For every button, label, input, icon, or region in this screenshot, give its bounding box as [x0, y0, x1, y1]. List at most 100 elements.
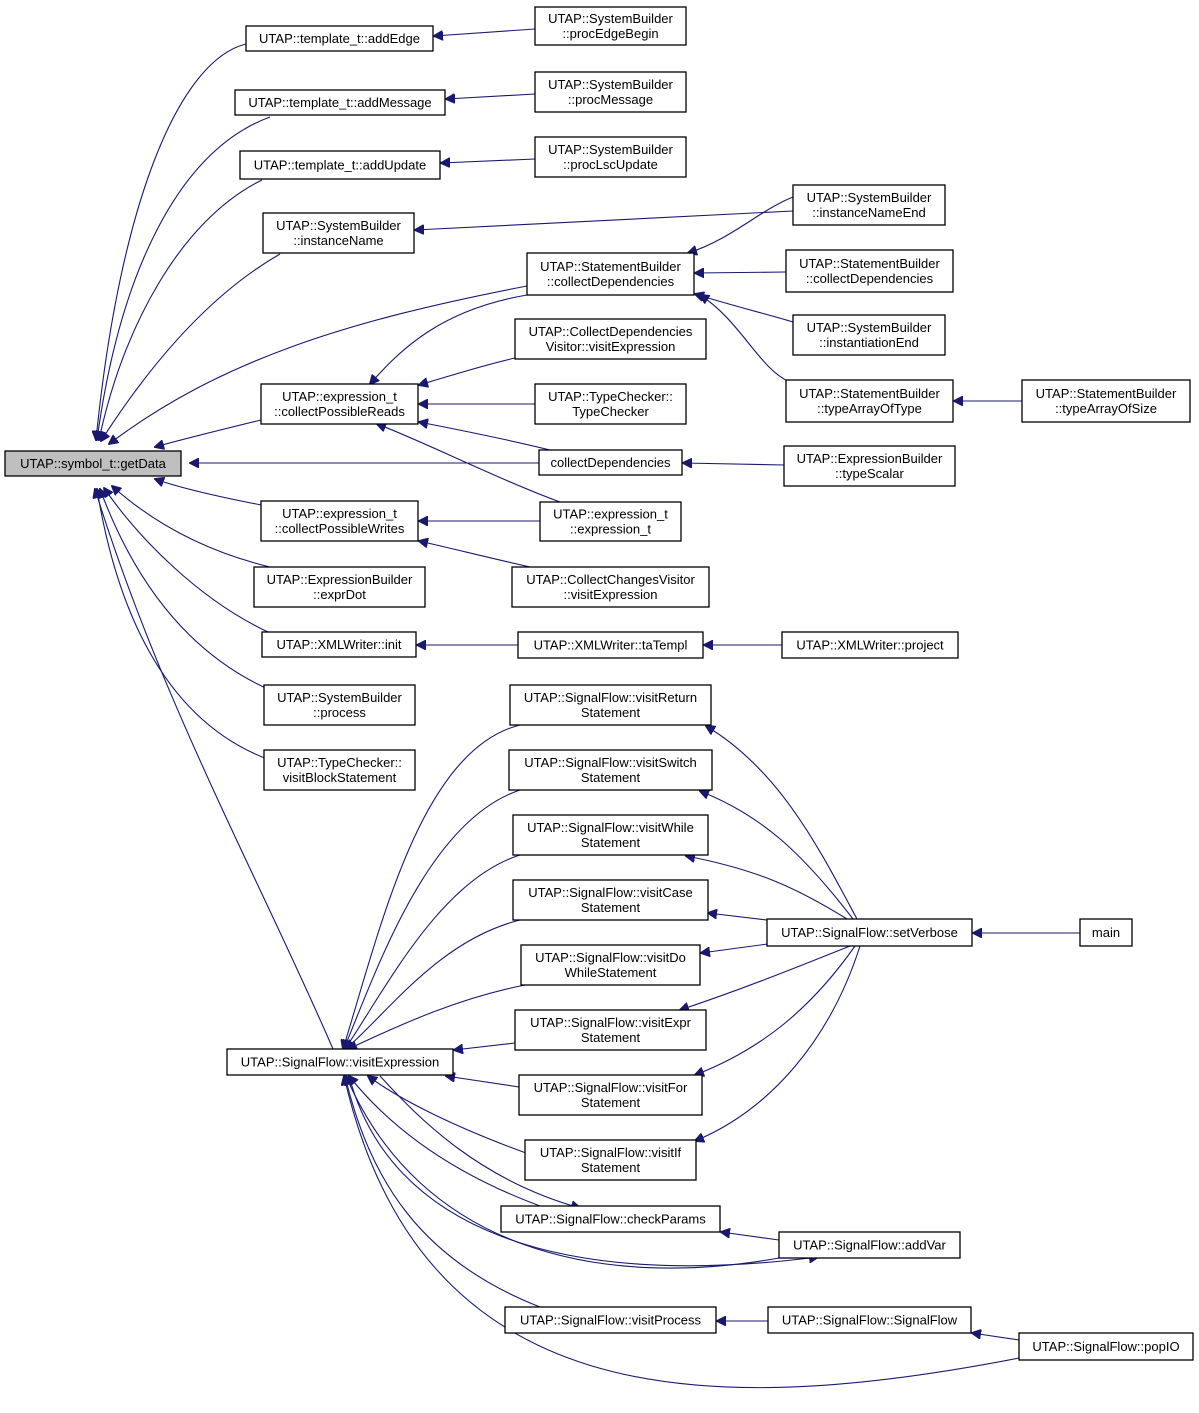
node-label: UTAP::SignalFlow::setVerbose	[781, 925, 958, 940]
edge-procLscUpdate-to-addUpdate	[441, 159, 536, 163]
node-label: UTAP::ExpressionBuilder	[267, 572, 413, 587]
node-instantiationEnd[interactable]: UTAP::SystemBuilder::instantiationEnd	[792, 314, 946, 356]
node-exprDot[interactable]: UTAP::ExpressionBuilder::exprDot	[253, 566, 426, 608]
node-box	[262, 212, 415, 254]
node-xmlProject[interactable]: UTAP::XMLWriter::project	[781, 631, 959, 659]
node-sfCtor[interactable]: UTAP::SignalFlow::SignalFlow	[767, 1306, 972, 1334]
node-main[interactable]: main	[1079, 918, 1133, 947]
node-instanceNameEnd[interactable]: UTAP::SystemBuilder::instanceNameEnd	[792, 184, 946, 226]
node-label: UTAP::SignalFlow::popIO	[1032, 1339, 1179, 1354]
node-box	[534, 71, 687, 113]
edge-instanceName-to-getData	[101, 253, 281, 441]
node-ccvVisitExpression[interactable]: UTAP::CollectChangesVisitor::visitExpres…	[511, 566, 710, 608]
edge-sfVisitExpression-to-getData	[95, 489, 334, 1050]
edge-instantiationEnd-to-stmtCollectDeps	[695, 294, 794, 323]
node-procMessage[interactable]: UTAP::SystemBuilder::procMessage	[534, 71, 687, 113]
edge-exprDot-to-getData	[112, 486, 271, 568]
edge-instanceNameEnd-to-stmtCollectDeps	[688, 196, 794, 253]
node-xmlInit[interactable]: UTAP::XMLWriter::init	[261, 631, 417, 658]
node-label: UTAP::XMLWriter::taTempl	[534, 638, 688, 653]
node-getData[interactable]: UTAP::symbol_t::getData	[4, 450, 182, 477]
node-addEdge[interactable]: UTAP::template_t::addEdge	[245, 25, 434, 52]
node-addVar[interactable]: UTAP::SignalFlow::addVar	[778, 1231, 961, 1259]
node-stmtCollectDeps2[interactable]: UTAP::StatementBuilder::collectDependenc…	[785, 249, 954, 293]
node-label: UTAP::SystemBuilder	[277, 690, 402, 705]
node-sbProcess[interactable]: UTAP::SystemBuilder::process	[263, 684, 416, 726]
node-box	[517, 631, 704, 659]
node-label: Statement	[581, 900, 641, 915]
edge-collectPossibleReads-to-getData	[155, 419, 262, 447]
node-label: UTAP::StatementBuilder	[799, 386, 940, 401]
node-collectDependencies[interactable]: collectDependencies	[538, 449, 683, 476]
node-addMessage[interactable]: UTAP::template_t::addMessage	[234, 89, 446, 116]
node-box	[526, 252, 695, 296]
node-instanceName[interactable]: UTAP::SystemBuilder::instanceName	[262, 212, 415, 254]
node-label: UTAP::XMLWriter::project	[796, 638, 944, 653]
node-popIO[interactable]: UTAP::SignalFlow::popIO	[1018, 1332, 1194, 1361]
node-exprCtor[interactable]: UTAP::expression_t::expression_t	[539, 501, 682, 542]
node-label: UTAP::SignalFlow::visitIf	[540, 1145, 682, 1160]
node-box	[792, 314, 946, 356]
node-setVerbose[interactable]: UTAP::SignalFlow::setVerbose	[766, 918, 973, 947]
node-typeScalar[interactable]: UTAP::ExpressionBuilder::typeScalar	[783, 445, 956, 487]
node-box	[534, 6, 687, 46]
edge-typeArrayOfType-to-stmtCollectDeps	[700, 295, 791, 383]
node-label: UTAP::SystemBuilder	[807, 190, 932, 205]
node-stmtCollectDeps[interactable]: UTAP::StatementBuilder::collectDependenc…	[526, 252, 695, 296]
node-label: UTAP::template_t::addEdge	[259, 31, 420, 46]
node-box	[239, 150, 441, 180]
edge-setVerbose-to-visitDoWhile	[701, 942, 776, 953]
node-label: ::collectPossibleReads	[274, 404, 405, 419]
edge-setVerbose-to-visitIf	[695, 945, 861, 1141]
edges-layer	[95, 28, 1080, 1389]
node-box	[260, 500, 419, 542]
node-label: UTAP::SignalFlow::checkParams	[515, 1212, 706, 1227]
node-label: UTAP::ExpressionBuilder	[797, 451, 943, 466]
edge-exprCtor-to-collectPossibleReads	[377, 424, 561, 503]
node-box	[263, 749, 416, 791]
node-box	[511, 566, 710, 608]
node-typeArrayOfType[interactable]: UTAP::StatementBuilder::typeArrayOfType	[785, 379, 954, 423]
edge-collectDependencies-to-collectPossibleReads	[419, 422, 551, 451]
node-procEdgeBegin[interactable]: UTAP::SystemBuilder::procEdgeBegin	[534, 6, 687, 46]
node-checkParams[interactable]: UTAP::SignalFlow::checkParams	[500, 1205, 721, 1233]
node-typeArrayOfSize[interactable]: UTAP::StatementBuilder::typeArrayOfSize	[1021, 379, 1191, 423]
node-label: Statement	[581, 1030, 641, 1045]
node-label: Statement	[581, 835, 641, 850]
node-taTempl[interactable]: UTAP::XMLWriter::taTempl	[517, 631, 704, 659]
edge-popIO-to-sfVisitExpression	[344, 1076, 1020, 1389]
node-box	[500, 1205, 721, 1233]
node-label: UTAP::symbol_t::getData	[20, 456, 166, 471]
node-box	[520, 944, 701, 986]
edge-addUpdate-to-getData	[99, 179, 263, 440]
node-label: ::collectDependencies	[806, 271, 934, 286]
node-sfVisitExpression[interactable]: UTAP::SignalFlow::visitExpression	[226, 1048, 454, 1076]
node-label: UTAP::SignalFlow::visitExpr	[530, 1015, 692, 1030]
node-label: ::typeArrayOfSize	[1055, 401, 1157, 416]
node-typeCheckerCtor[interactable]: UTAP::TypeChecker::TypeChecker	[534, 383, 687, 425]
node-collectPossibleReads[interactable]: UTAP::expression_t::collectPossibleReads	[260, 383, 419, 425]
edge-addEdge-to-getData	[96, 43, 247, 440]
edge-sfVisitExpression-to-addVar	[348, 1075, 818, 1267]
node-box	[512, 879, 709, 921]
node-cdvVisitExpression[interactable]: UTAP::CollectDependenciesVisitor::visitE…	[514, 318, 707, 360]
edge-sbProcess-to-getData	[100, 489, 271, 691]
node-label: UTAP::SystemBuilder	[276, 218, 401, 233]
node-sfVisitProcess[interactable]: UTAP::SignalFlow::visitProcess	[504, 1306, 717, 1334]
node-label: ::collectPossibleWrites	[275, 521, 405, 536]
node-addUpdate[interactable]: UTAP::template_t::addUpdate	[239, 150, 441, 180]
node-procLscUpdate[interactable]: UTAP::SystemBuilder::procLscUpdate	[534, 136, 687, 178]
node-visitBlockStatement[interactable]: UTAP::TypeChecker::visitBlockStatement	[263, 749, 416, 791]
node-collectPossibleWrites[interactable]: UTAP::expression_t::collectPossibleWrite…	[260, 500, 419, 542]
edge-ccvVisitExpression-to-collectPossibleWrites	[419, 541, 531, 568]
edge-setVerbose-to-visitReturn	[706, 726, 858, 920]
